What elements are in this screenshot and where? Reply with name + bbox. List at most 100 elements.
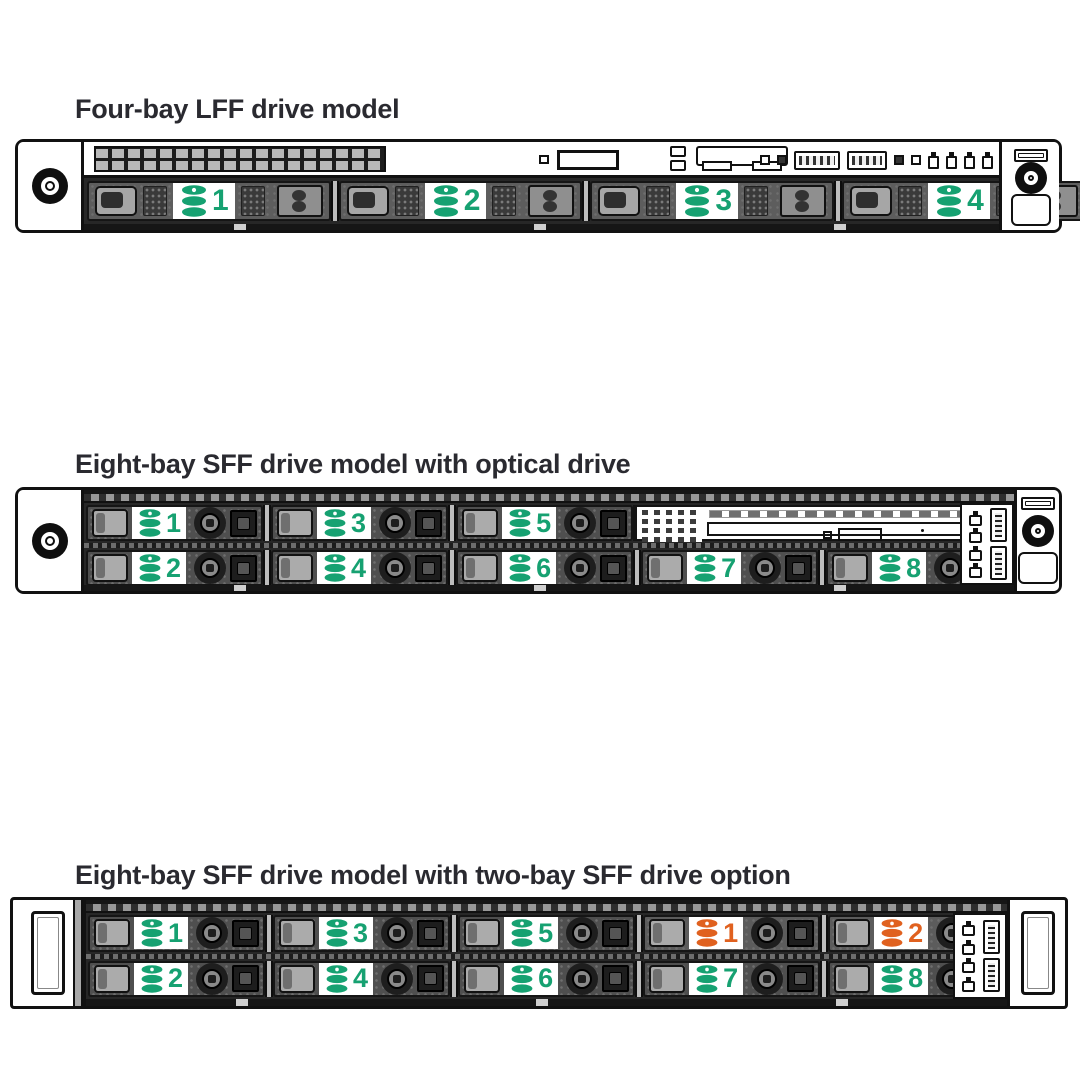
left-rack-latch-ear xyxy=(13,900,86,1006)
drive-label: 5 xyxy=(504,917,559,950)
drive-handle xyxy=(649,919,686,948)
drive-number: 7 xyxy=(723,963,739,994)
drive-handle xyxy=(598,186,641,216)
drive-screw xyxy=(379,552,412,584)
power-button-icon xyxy=(911,155,921,165)
drive-number: 4 xyxy=(353,963,369,994)
drive-latch-button xyxy=(232,965,260,993)
optical-pinhole xyxy=(921,529,925,532)
drive-bay-4: 4 xyxy=(273,960,451,997)
drive-label: 3 xyxy=(676,183,739,219)
ear-slot xyxy=(1021,497,1055,510)
disk-stack-icon xyxy=(509,554,531,582)
optical-drive-tray xyxy=(707,522,971,541)
chassis-bottom-lip xyxy=(84,585,1014,591)
drive-label: 1 xyxy=(132,507,187,539)
drive-handle xyxy=(834,919,871,948)
left-ear xyxy=(18,142,84,230)
thumbscrew-icon xyxy=(31,522,68,559)
drive-screw xyxy=(751,917,784,950)
usb-port-icon xyxy=(794,150,840,170)
drive-number: 7 xyxy=(721,552,737,583)
disk-stack-icon xyxy=(511,919,533,947)
top-hatch-strip xyxy=(84,490,1014,503)
drive-number: 5 xyxy=(536,507,552,538)
drive-screw xyxy=(749,552,782,584)
drive-release-button xyxy=(780,185,827,217)
disk-stack-icon xyxy=(141,919,163,947)
drive-screw xyxy=(566,962,599,995)
led-column xyxy=(964,507,986,581)
drive-number: 1 xyxy=(212,184,229,217)
drive-latch-button xyxy=(232,919,260,947)
bay-divider-rail xyxy=(582,181,591,221)
drive-bay-1: 1 xyxy=(86,505,264,541)
drive-label: 2 xyxy=(874,917,929,950)
drive-handle xyxy=(277,509,314,537)
thumbscrew-icon xyxy=(1022,515,1054,547)
drive-bay-6: 6 xyxy=(458,960,636,997)
drive-number: 8 xyxy=(908,963,924,994)
ilo-service-port-icon xyxy=(989,508,1007,542)
sff-top-row: 1 3 5 xyxy=(84,503,978,543)
chassis-bottom-lip xyxy=(86,999,1007,1006)
drive-bay-1: 1 xyxy=(87,181,331,221)
server-front-four-bay-lff: 1 2 3 xyxy=(15,139,1080,233)
drive-handle xyxy=(647,554,684,582)
front-io-strip xyxy=(953,913,1007,999)
drive-number: 1 xyxy=(168,917,184,948)
drive-screw xyxy=(194,507,227,539)
drive-handle xyxy=(832,554,869,582)
drive-latch-button xyxy=(415,509,443,537)
disk-stack-icon xyxy=(509,509,531,537)
nic-status-icon xyxy=(968,545,982,561)
drive-number: 3 xyxy=(353,917,369,948)
drive-label: 1 xyxy=(689,917,744,950)
optical-activity-led xyxy=(823,530,833,539)
drive-handle xyxy=(462,554,499,582)
model-title-sff8-optical: Eight-bay SFF drive model with optical d… xyxy=(75,449,631,479)
disk-stack-icon xyxy=(696,965,718,993)
model-title-sff8-option: Eight-bay SFF drive model with two-bay S… xyxy=(75,860,791,890)
drive-label: 8 xyxy=(874,962,929,995)
drive-number: 6 xyxy=(538,963,554,994)
drive-clip xyxy=(646,186,671,216)
drive-latch-button xyxy=(230,509,258,537)
optical-eject-button xyxy=(823,528,883,541)
drive-handle xyxy=(346,186,389,216)
disk-stack-icon xyxy=(879,554,901,582)
disk-stack-icon xyxy=(881,919,903,947)
bay-divider-rail xyxy=(820,915,829,952)
ilo-service-port-icon xyxy=(847,150,887,170)
optical-eject-key xyxy=(838,528,883,541)
drive-handle xyxy=(464,919,501,948)
uid-led-icon xyxy=(961,976,975,992)
drive-number: 2 xyxy=(908,917,924,948)
drive-handle xyxy=(464,964,501,993)
model-title-lff4: Four-bay LFF drive model xyxy=(75,94,400,124)
drive-number: 8 xyxy=(906,552,922,583)
disk-stack-icon xyxy=(696,919,718,947)
bay-divider-rail xyxy=(448,505,457,541)
disk-stack-icon xyxy=(881,965,903,993)
drive-number: 2 xyxy=(168,963,184,994)
bay-divider-rail xyxy=(330,181,339,221)
right-ear xyxy=(1014,490,1059,591)
chassis-rail xyxy=(73,900,83,1006)
health-led-icon xyxy=(961,939,975,955)
drive-screw xyxy=(196,962,229,995)
drive-clip xyxy=(898,186,923,216)
drive-screw xyxy=(381,962,414,995)
drive-clip xyxy=(492,186,517,216)
drive-handle xyxy=(279,919,316,948)
drive-clip xyxy=(744,186,769,216)
drive-clip xyxy=(143,186,167,216)
port-column xyxy=(979,917,1003,995)
drive-screw xyxy=(381,917,414,950)
server-front-eight-bay-sff-option: 1 3 5 xyxy=(10,897,1068,1009)
optical-vent-grid xyxy=(642,510,703,542)
drive-label: 6 xyxy=(504,962,559,995)
drive-bay-2: 2 xyxy=(88,960,266,997)
drive-handle xyxy=(850,186,893,216)
